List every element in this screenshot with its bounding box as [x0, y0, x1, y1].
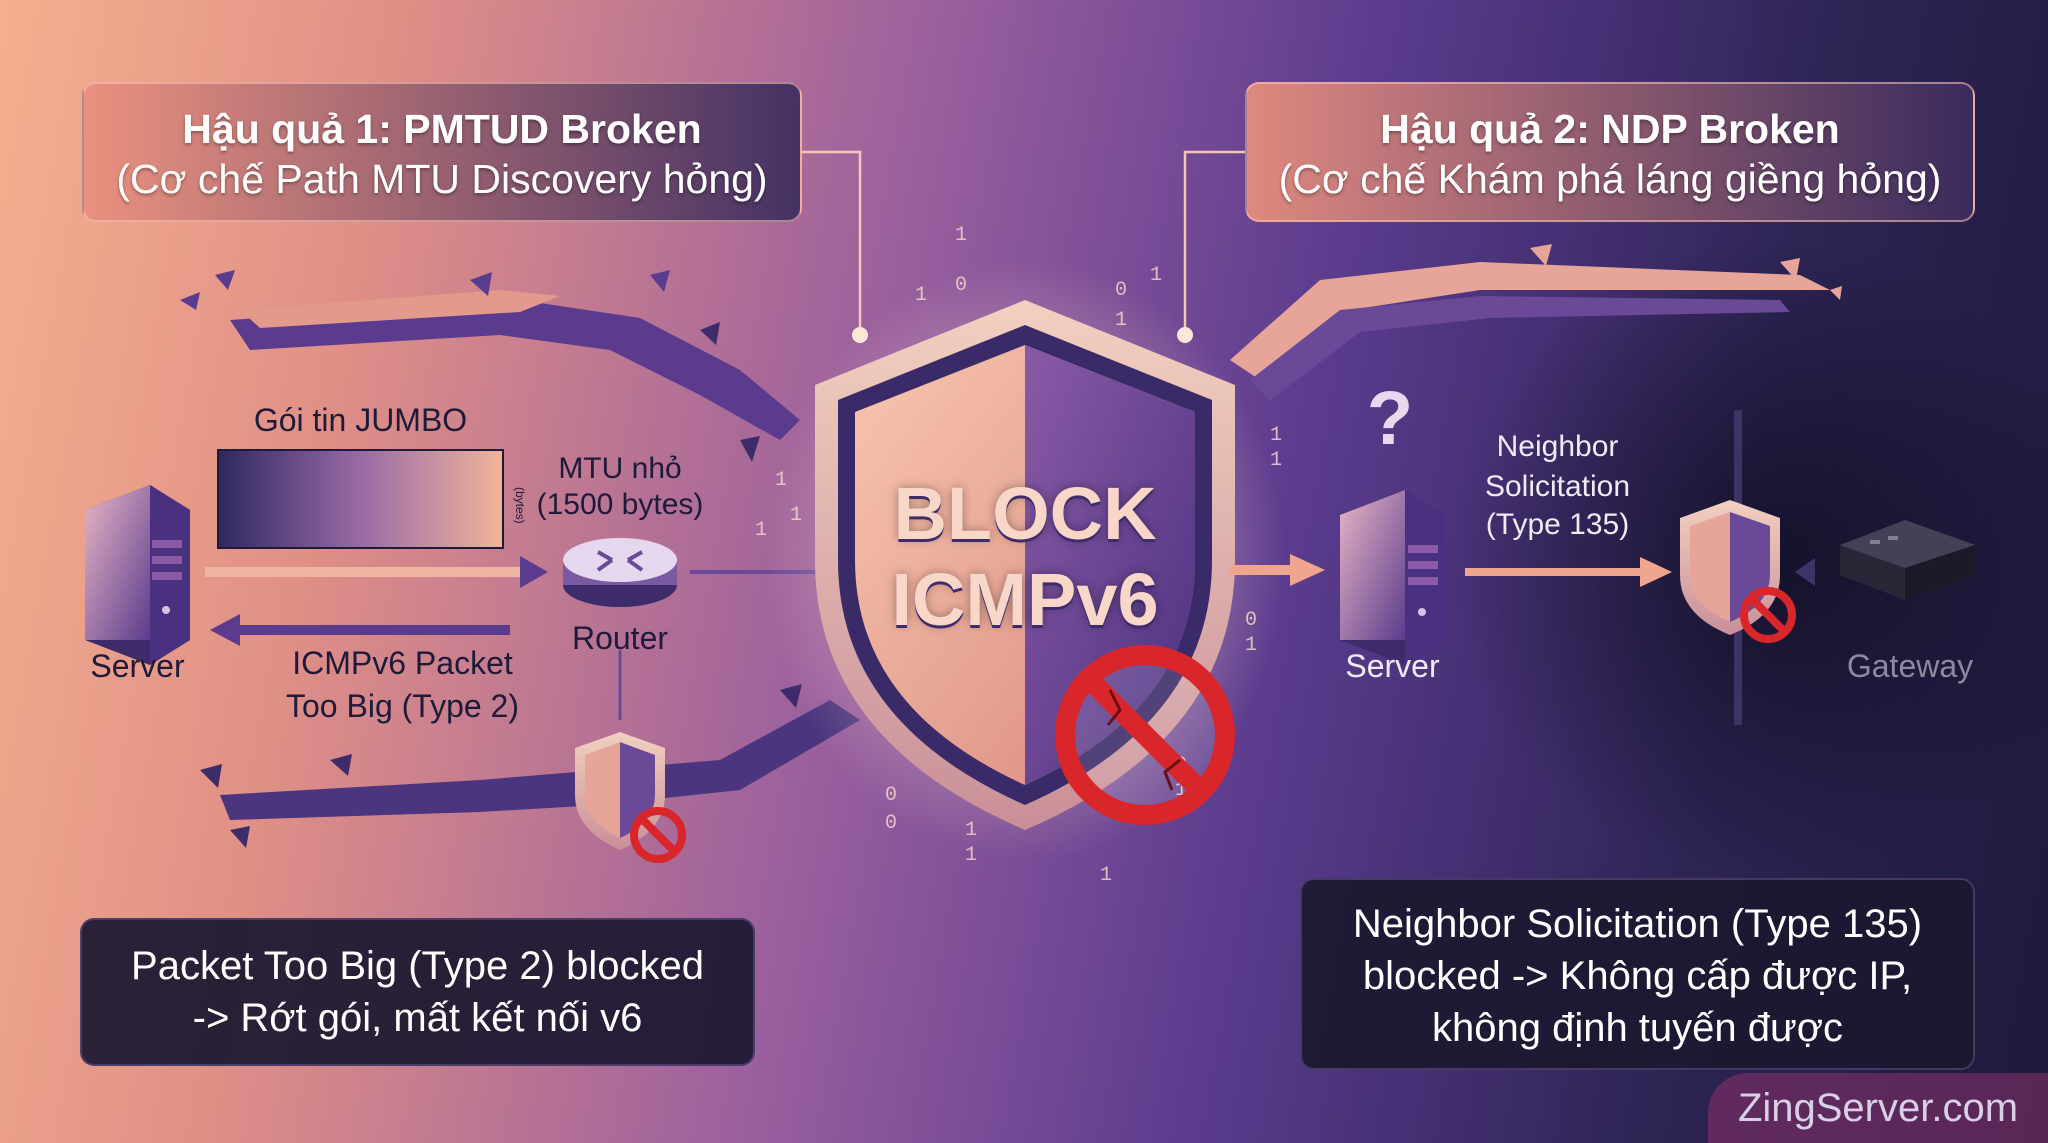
- result-left-line2: -> Rớt gói, mất kết nối v6: [192, 996, 643, 1040]
- question-mark-icon: ?: [1366, 376, 1414, 461]
- result-box-right: Neighbor Solicitation (Type 135) blocked…: [1300, 878, 1975, 1070]
- block-text-line1: BLOCK: [893, 472, 1157, 555]
- result-left-line1: Packet Too Big (Type 2) blocked: [131, 944, 704, 988]
- svg-text:1: 1: [955, 224, 967, 247]
- right-server-icon: [1340, 490, 1445, 665]
- ns-label-line1: Neighbor: [1496, 430, 1619, 463]
- result-right-line2: blocked -> Không cấp được IP,: [1362, 954, 1913, 998]
- jumbo-packet: [217, 449, 504, 549]
- ns-label-line3: (Type 135): [1485, 508, 1630, 541]
- router-icon: [563, 538, 677, 607]
- icmp-label-line2: Too Big (Type 2): [286, 688, 519, 724]
- icmp-label-line1: ICMPv6 Packet: [292, 645, 513, 681]
- gateway-icon: [1840, 520, 1975, 600]
- mtu-label-line2: (1500 bytes): [536, 488, 704, 521]
- arrow-blocked-head: [1795, 558, 1815, 586]
- block-shield-icon: [815, 300, 1235, 830]
- connector-right: [1183, 150, 1245, 335]
- small-no-entry-left-icon: [630, 807, 686, 863]
- small-no-entry-right-icon: [1740, 587, 1796, 643]
- watermark: ZingServer.com: [1708, 1073, 2048, 1143]
- result-right-line3: không định tuyến được: [1431, 1006, 1844, 1050]
- left-server-label: Server: [90, 648, 185, 684]
- arrow-shield-to-server-head: [1290, 554, 1325, 586]
- gateway-label: Gateway: [1846, 648, 1974, 684]
- broken-stream-upper-left: [180, 270, 800, 462]
- arrow-back-to-server-head: [210, 614, 240, 646]
- result-right-line1: Neighbor Solicitation (Type 135): [1352, 902, 1923, 946]
- svg-text:1: 1: [755, 519, 767, 542]
- arrow-to-router-head: [520, 556, 548, 588]
- consequence1-subtitle: (Cơ chế Path MTU Discovery hỏng): [116, 156, 768, 202]
- svg-text:1: 1: [1100, 864, 1112, 887]
- consequence1-title: Hậu quả 1: PMTUD Broken: [182, 106, 702, 152]
- mtu-label-line1: MTU nhỏ: [558, 452, 682, 485]
- small-shield-left-icon: [575, 732, 665, 850]
- result-box-left: Packet Too Big (Type 2) blocked -> Rớt g…: [80, 918, 755, 1066]
- router-label: Router: [571, 620, 669, 656]
- arrow-ns-to-gateway-head: [1640, 557, 1672, 587]
- consequence2-box: Hậu quả 2: NDP Broken (Cơ chế Khám phá l…: [1245, 82, 1975, 222]
- connector-left: [800, 150, 862, 335]
- ns-label-line2: Solicitation: [1484, 470, 1631, 503]
- right-server-label: Server: [1345, 648, 1440, 684]
- consequence1-box: Hậu quả 1: PMTUD Broken (Cơ chế Path MTU…: [82, 82, 802, 222]
- left-server-icon: [85, 485, 190, 665]
- no-entry-large-icon: [1055, 645, 1235, 825]
- block-text-line2: ICMPv6: [891, 558, 1159, 641]
- consequence2-subtitle: (Cơ chế Khám phá láng giềng hỏng): [1278, 156, 1942, 202]
- consequence2-title: Hậu quả 2: NDP Broken: [1380, 106, 1840, 152]
- svg-text:1: 1: [1270, 449, 1282, 472]
- jumbo-label: Gói tin JUMBO: [253, 402, 468, 438]
- svg-text:1: 1: [1150, 264, 1162, 287]
- svg-text:1: 1: [1270, 424, 1282, 447]
